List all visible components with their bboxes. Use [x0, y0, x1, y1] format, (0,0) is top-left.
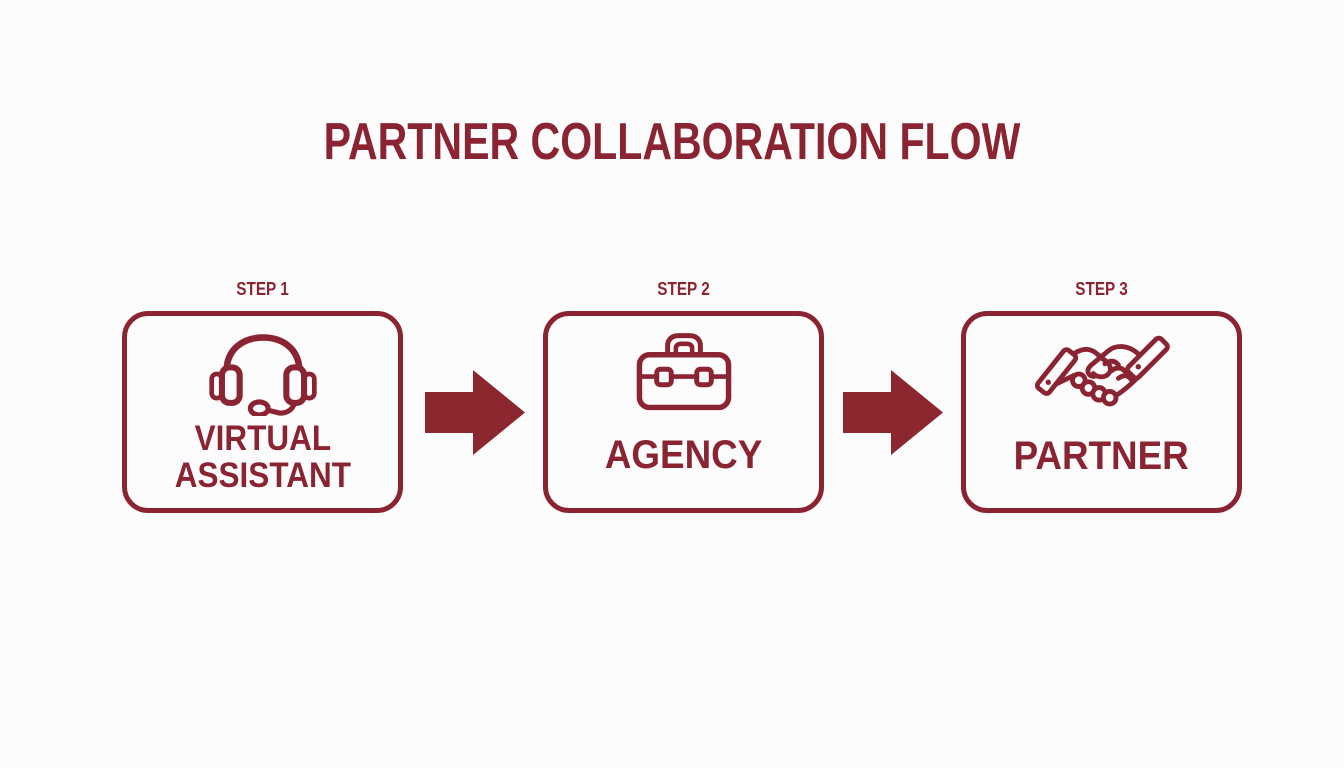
step-3-label: STEP 3	[1075, 279, 1128, 299]
headset-icon	[208, 334, 317, 416]
step-1-box: VIRTUAL ASSISTANT	[122, 311, 403, 513]
arrow-right-icon	[425, 370, 525, 455]
step-2-label: STEP 2	[657, 279, 710, 299]
step-1-title: VIRTUAL ASSISTANT	[165, 420, 361, 494]
step-2-title: AGENCY	[598, 434, 769, 476]
step-3-title-line-1: PARTNER	[1013, 434, 1190, 478]
step-2-title-line-1: AGENCY	[604, 433, 763, 477]
step-1-title-line-2: ASSISTANT	[174, 456, 351, 495]
briefcase-icon	[636, 333, 731, 411]
arrow-right-icon	[843, 370, 943, 455]
step-3-box: PARTNER	[961, 311, 1242, 513]
step-1-label: STEP 1	[236, 279, 289, 299]
handshake-icon	[1034, 335, 1170, 407]
diagram-title: PARTNER COLLABORATION FLOW	[323, 113, 1021, 171]
step-2-box: AGENCY	[543, 311, 824, 513]
step-1-title-line-1: VIRTUAL	[194, 419, 331, 458]
step-3-title: PARTNER	[1006, 435, 1196, 477]
